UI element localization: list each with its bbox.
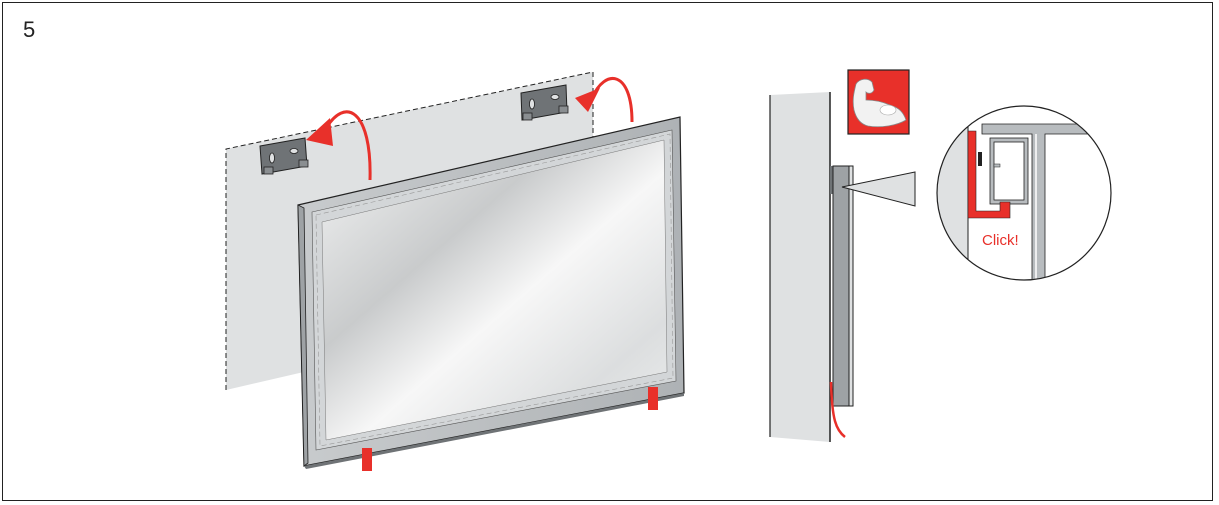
hang-arrow-left-icon: [306, 110, 372, 181]
side-view-mirror: [829, 165, 854, 438]
click-label: Click!: [982, 232, 1019, 249]
pull-tab-left: [362, 448, 372, 471]
mirror: [297, 116, 685, 469]
wall-bracket-right: [520, 84, 569, 121]
pull-tab-right: [648, 387, 658, 410]
callout-pointer: [841, 171, 916, 207]
detail-callout-circle: Click!: [936, 105, 1112, 281]
strong-arm-icon: [847, 69, 910, 135]
side-view-wall: [769, 92, 831, 442]
step-number: 5: [23, 17, 36, 42]
hang-arrow-right-icon: [575, 77, 634, 123]
wall-bracket-left: [259, 137, 309, 175]
